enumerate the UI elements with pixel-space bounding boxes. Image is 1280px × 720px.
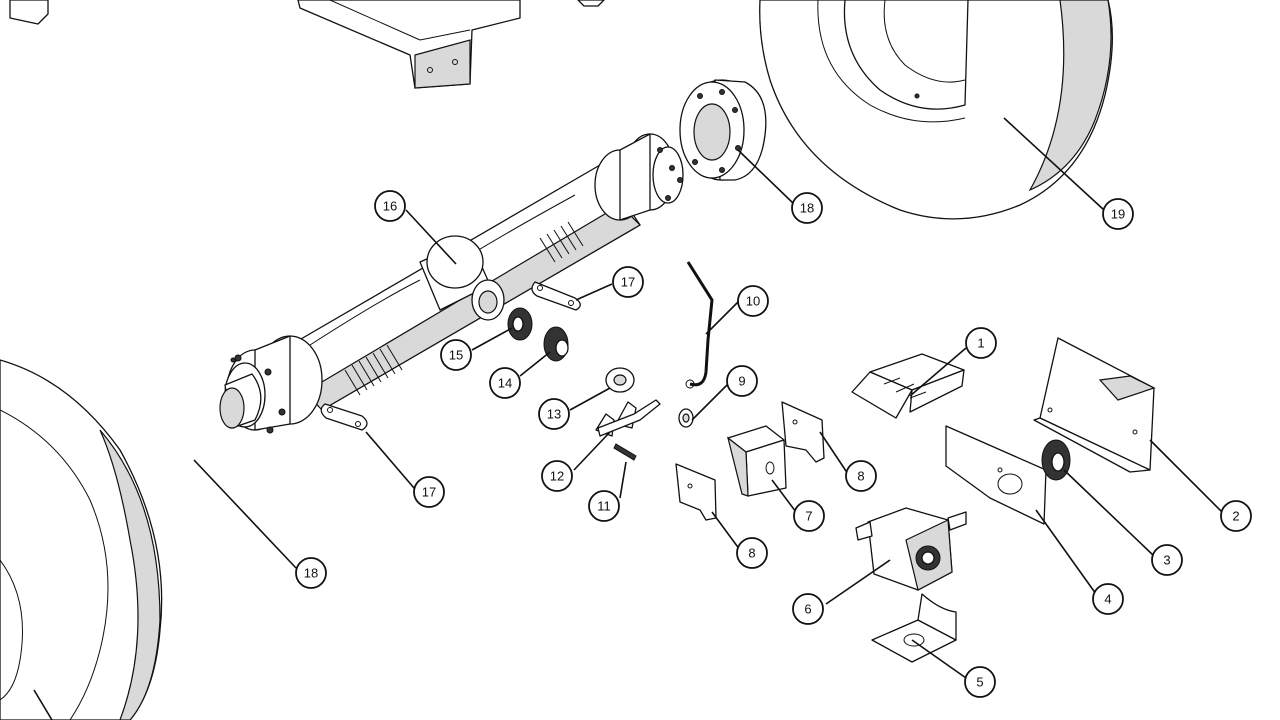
wheel-tire-lower <box>0 359 163 720</box>
svg-text:1: 1 <box>977 336 984 351</box>
svg-text:8: 8 <box>857 469 864 484</box>
svg-text:7: 7 <box>805 509 812 524</box>
svg-text:15: 15 <box>449 348 463 363</box>
callout-balloon-1: 1 <box>965 327 997 359</box>
callout-balloon-7: 7 <box>793 500 825 532</box>
leader-16 <box>405 209 457 265</box>
leader-8b <box>711 511 741 551</box>
svg-text:17: 17 <box>621 275 635 290</box>
leader-7 <box>771 479 797 513</box>
leader-10 <box>705 301 739 335</box>
svg-text:8: 8 <box>748 546 755 561</box>
leader-13 <box>569 387 611 411</box>
svg-text:14: 14 <box>498 376 512 391</box>
base-bracket <box>871 593 957 663</box>
wheel-tire-upper <box>759 0 1113 220</box>
svg-text:5: 5 <box>976 675 983 690</box>
drive-gear <box>543 326 569 362</box>
callout-balloon-14: 14 <box>489 367 521 399</box>
sprocket-large <box>1041 439 1071 481</box>
callout-balloon-10: 10 <box>737 285 769 317</box>
svg-text:9: 9 <box>738 374 745 389</box>
callout-balloon-15: 15 <box>440 339 472 371</box>
leader-18a <box>737 149 795 205</box>
leader-8a <box>819 431 849 475</box>
callout-balloon-2: 2 <box>1220 500 1252 532</box>
chain-guard-cover <box>1033 337 1156 473</box>
callout-balloon-16: 16 <box>374 190 406 222</box>
shift-lever <box>685 261 714 389</box>
gearbox <box>855 507 967 591</box>
leader-19 <box>1003 117 1105 211</box>
hub-flange-ring <box>679 79 767 181</box>
leader-5 <box>911 639 967 679</box>
svg-text:18: 18 <box>800 201 814 216</box>
washer <box>678 408 694 428</box>
callout-balloon-8b: 8 <box>736 537 768 569</box>
callout-balloon-8a: 8 <box>845 460 877 492</box>
svg-text:16: 16 <box>383 199 397 214</box>
callout-balloon-18a: 18 <box>791 192 823 224</box>
callout-balloon-4: 4 <box>1092 583 1124 615</box>
bearing <box>605 367 635 393</box>
leader-1 <box>909 347 967 397</box>
callout-balloon-17b: 17 <box>413 476 445 508</box>
callout-balloon-12: 12 <box>541 460 573 492</box>
leader-17a <box>575 283 613 301</box>
leader-6 <box>825 559 891 605</box>
link-plate-upper <box>531 281 581 311</box>
svg-text:3: 3 <box>1163 553 1170 568</box>
spring <box>613 443 637 461</box>
axle-assembly <box>219 133 684 434</box>
leader-11 <box>619 461 627 499</box>
callout-balloon-19: 19 <box>1102 198 1134 230</box>
leader-14 <box>519 351 551 377</box>
svg-text:12: 12 <box>550 469 564 484</box>
svg-text:19: 19 <box>1111 207 1125 222</box>
sprocket-small <box>507 307 533 341</box>
motor-tray <box>851 353 965 419</box>
svg-text:18: 18 <box>304 566 318 581</box>
svg-text:13: 13 <box>547 407 561 422</box>
leader-17b <box>365 431 415 489</box>
leader-15 <box>471 327 513 351</box>
callout-balloon-5: 5 <box>964 666 996 698</box>
callout-balloon-11: 11 <box>588 490 620 522</box>
svg-text:6: 6 <box>804 602 811 617</box>
callout-balloon-6: 6 <box>792 593 824 625</box>
callout-balloon-18b: 18 <box>295 557 327 589</box>
leader-12 <box>573 431 611 471</box>
link-plate-lower <box>320 403 368 431</box>
svg-text:2: 2 <box>1232 509 1239 524</box>
leader-4 <box>1035 509 1097 595</box>
shift-fork <box>595 399 661 437</box>
callout-balloon-9: 9 <box>726 365 758 397</box>
svg-text:10: 10 <box>746 294 760 309</box>
callout-balloon-3: 3 <box>1151 544 1183 576</box>
leader-lines <box>33 117 1223 720</box>
angle-bracket <box>726 425 787 497</box>
callout-balloon-17a: 17 <box>612 266 644 298</box>
svg-text:17: 17 <box>422 485 436 500</box>
leader-2 <box>1149 439 1223 513</box>
leader-3 <box>1063 469 1155 557</box>
leader-wheel-lower <box>33 689 53 720</box>
callout-balloon-13: 13 <box>538 398 570 430</box>
mount-plate-upper <box>781 401 825 463</box>
side-mount-plate <box>945 425 1047 525</box>
frame-bracket-top <box>9 0 605 89</box>
mount-plate-lower <box>675 463 717 521</box>
svg-text:4: 4 <box>1104 592 1111 607</box>
svg-text:11: 11 <box>597 499 611 514</box>
leader-18b <box>193 459 297 569</box>
leader-9 <box>691 383 729 421</box>
